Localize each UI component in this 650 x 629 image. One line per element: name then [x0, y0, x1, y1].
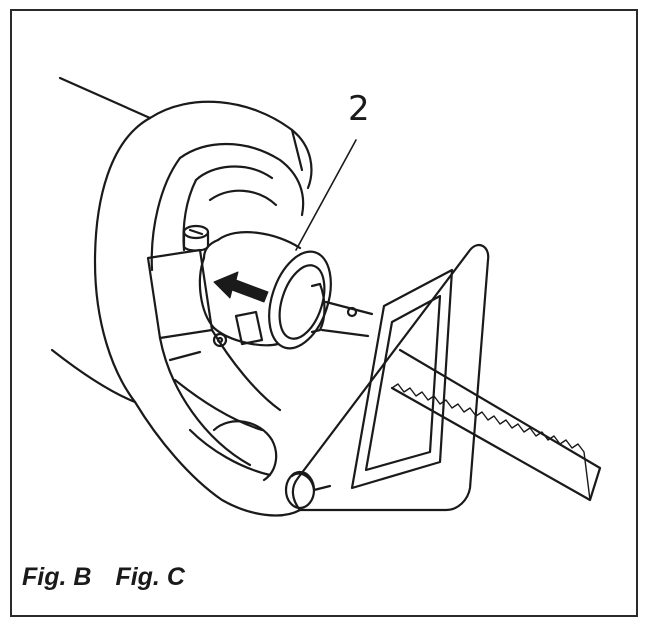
saw-blade — [390, 348, 602, 502]
figure-caption-c: Fig. C — [115, 563, 185, 591]
front-bezel — [133, 100, 313, 517]
plunger-rod — [320, 300, 374, 338]
clamp-sleeve — [198, 231, 332, 350]
blade-clamp-bracket — [146, 248, 282, 482]
callout-label: 2 — [348, 89, 370, 129]
figure-caption: Fig. B Fig. C — [22, 563, 185, 592]
set-screw — [182, 224, 210, 252]
rotation-arrow — [213, 271, 269, 303]
figure-caption-b: Fig. B — [22, 563, 92, 591]
saw-shoe — [284, 243, 490, 512]
callout-leader-line — [295, 139, 357, 251]
saw-housing — [50, 76, 152, 404]
